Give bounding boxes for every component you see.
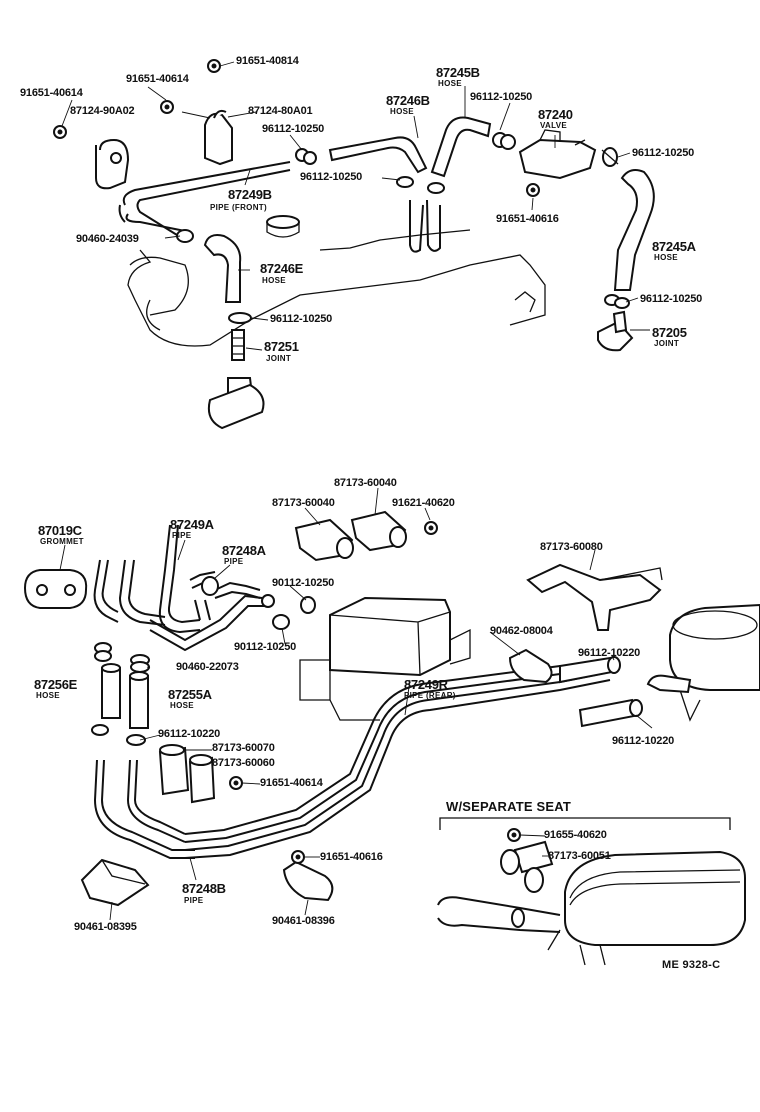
label-87019c-sub: GROMMET — [40, 537, 84, 546]
label-87246b: 87246B — [386, 93, 430, 108]
label-87248b-sub: PIPE — [184, 896, 204, 905]
cap — [266, 215, 300, 238]
label-87256e-sub: HOSE — [36, 691, 60, 700]
label-87205: 87205 — [652, 325, 687, 340]
label-87246e: 87246E — [260, 261, 304, 276]
label-87245b: 87245B — [436, 65, 480, 80]
label-91651-40814: 91651-40814 — [236, 55, 299, 67]
clip-90461-08396 — [282, 850, 334, 902]
label-87256e: 87256E — [34, 677, 78, 692]
label-87173-60040-b: 87173-60040 — [272, 497, 335, 509]
label-87173-60080: 87173-60080 — [540, 541, 603, 553]
label-96112-10220-c: 96112-10220 — [612, 735, 675, 747]
label-87173-60051: 87173-60051 — [548, 850, 611, 862]
label-87173-60060: 87173-60060 — [212, 757, 275, 769]
bracket-90461-08395 — [80, 858, 150, 907]
label-87124-80a01: 87124-80A01 — [248, 105, 313, 117]
label-87249b-sub: PIPE (FRONT) — [210, 203, 267, 212]
label-87251: 87251 — [264, 339, 299, 354]
label-87019c: 87019C — [38, 523, 82, 538]
label-87240: 87240 — [538, 107, 573, 122]
clamp-center — [396, 176, 445, 253]
label-87249b: 87249B — [228, 187, 272, 202]
label-90462-08004: 90462-08004 — [490, 625, 553, 637]
label-87173-60070: 87173-60070 — [212, 742, 275, 754]
hose-87245a — [613, 169, 655, 291]
clamps-90112 — [272, 596, 316, 630]
label-87249a-sub: PIPE — [172, 531, 192, 540]
label-96112-10250-b: 96112-10250 — [262, 123, 325, 135]
bracket-80a01 — [160, 59, 233, 166]
label-87245a-sub: HOSE — [654, 253, 678, 262]
joint-87251 — [207, 329, 265, 430]
label-90460-22073: 90460-22073 — [176, 661, 239, 673]
clamp-left — [53, 125, 130, 190]
label-87248a: 87248A — [222, 543, 266, 558]
label-87246b-sub: HOSE — [390, 107, 414, 116]
label-96112-10220-a: 96112-10220 — [578, 647, 641, 659]
label-91651-40616-top: 91651-40616 — [496, 213, 559, 225]
separate-seat-assembly — [437, 828, 746, 966]
label-90461-08395: 90461-08395 — [74, 921, 137, 933]
diagram-code: ME 9328-C — [662, 959, 721, 971]
label-91655-40620: 91655-40620 — [544, 829, 607, 841]
clip-90462-08004 — [508, 648, 553, 684]
label-87249r: 87249R — [404, 677, 448, 692]
label-96112-10250-e: 96112-10250 — [270, 313, 333, 325]
separate-seat-bracket — [439, 817, 731, 830]
label-90112-10250-a: 90112-10250 — [272, 577, 335, 589]
label-91621-40620: 91621-40620 — [392, 497, 455, 509]
hose-87246b — [295, 136, 428, 174]
label-96112-10250-d: 96112-10250 — [300, 171, 363, 183]
clamps-87173-60040 — [294, 510, 438, 562]
label-91651-40614-top: 91651-40614 — [126, 73, 189, 85]
label-96112-10250-f: 96112-10250 — [640, 293, 703, 305]
label-87255a: 87255A — [168, 687, 212, 702]
label-90461-08396: 90461-08396 — [272, 915, 335, 927]
label-87249r-sub: PIPE (REAR) — [404, 691, 456, 700]
label-90112-10250-b: 90112-10250 — [234, 641, 297, 653]
label-91651-40614-mid: 91651-40614 — [260, 777, 323, 789]
joint-87205 — [597, 294, 634, 352]
pipe-87249a — [93, 524, 261, 634]
label-90460-24039: 90460-24039 — [76, 233, 139, 245]
clamps-mid-lower — [158, 744, 243, 804]
label-w-separate-seat: W/SEPARATE SEAT — [446, 799, 572, 814]
label-87251-sub: JOINT — [266, 354, 292, 363]
seat-tank-right — [646, 603, 760, 722]
engine-block-outline — [127, 229, 546, 347]
label-87248b: 87248B — [182, 881, 226, 896]
label-87173-60040-a: 87173-60040 — [334, 477, 397, 489]
clamps-left-stack — [91, 642, 150, 746]
label-87245a: 87245A — [652, 239, 696, 254]
label-87245b-sub: HOSE — [438, 79, 462, 88]
clamp-valve-right — [601, 147, 619, 167]
label-87255a-sub: HOSE — [170, 701, 194, 710]
valve-87240 — [518, 129, 597, 197]
label-87246e-sub: HOSE — [262, 276, 286, 285]
label-96112-10250-c: 96112-10250 — [632, 147, 695, 159]
pipe-87249r — [184, 656, 643, 859]
label-87205-sub: JOINT — [654, 339, 680, 348]
label-87124-90a02: 87124-90A02 — [70, 105, 135, 117]
canister-box — [299, 596, 471, 721]
hose-87246e — [176, 229, 252, 324]
label-87248a-sub: PIPE — [224, 557, 244, 566]
label-87240-sub: VALVE — [540, 121, 567, 130]
leader-lines — [59, 61, 653, 921]
pipe-87249b — [118, 161, 291, 241]
label-96112-10220-b: 96112-10220 — [158, 728, 221, 740]
pipe-87248a — [149, 576, 275, 652]
grommet-87019c — [23, 569, 88, 609]
label-91651-40616-bot: 91651-40616 — [320, 851, 383, 863]
label-87249a: 87249A — [170, 517, 214, 532]
bracket-87173-60080 — [526, 563, 663, 631]
hose-87245b — [430, 116, 516, 178]
label-96112-10250-a: 96112-10250 — [470, 91, 533, 103]
label-91651-40614-left: 91651-40614 — [20, 87, 83, 99]
pipe-87248b — [93, 759, 195, 859]
